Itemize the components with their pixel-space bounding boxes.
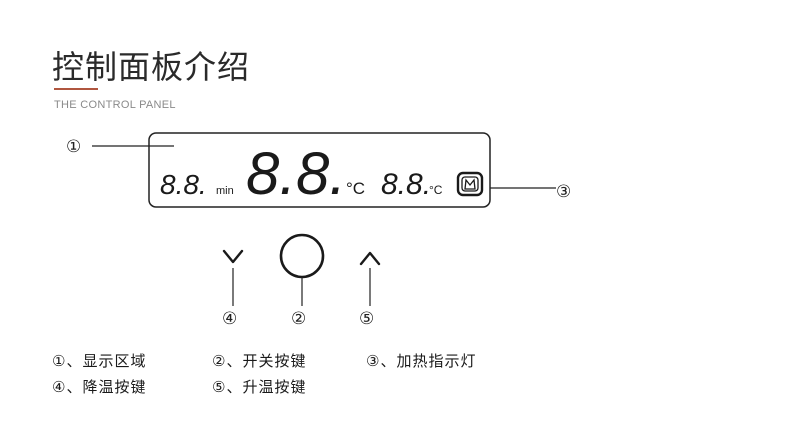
callout-3-label: ③ — [556, 182, 571, 202]
display-area — [148, 132, 491, 208]
display-temp-digits: 8.8. — [381, 168, 431, 201]
page-subtitle: THE CONTROL PANEL — [54, 99, 176, 111]
legend-item-display: ①、显示区域 — [52, 352, 147, 370]
heating-element-icon — [456, 171, 484, 197]
callout-5-label: ⑤ — [359, 309, 374, 329]
legend-item-heat-indicator: ③、加热指示灯 — [366, 352, 477, 370]
display-main-unit: °C — [346, 179, 365, 198]
display-main-digits: 8.8. — [246, 140, 346, 207]
display-time-unit: min — [216, 185, 234, 197]
display-time-digits: 8.8. — [160, 169, 207, 200]
temp-down-button[interactable] — [222, 249, 244, 264]
callout-4-label: ④ — [222, 309, 237, 329]
legend-item-temp-down: ④、降温按键 — [52, 378, 147, 396]
callout-2-label: ② — [291, 309, 306, 329]
temp-up-button[interactable] — [359, 251, 381, 266]
title-underline — [54, 88, 98, 90]
legend-item-power: ②、开关按键 — [212, 352, 307, 370]
legend-item-temp-up: ⑤、升温按键 — [212, 378, 307, 396]
page-title: 控制面板介绍 — [52, 48, 251, 86]
callout-1-label: ① — [66, 137, 81, 157]
power-button[interactable] — [279, 233, 325, 279]
display-temp-unit: °C — [429, 183, 443, 197]
